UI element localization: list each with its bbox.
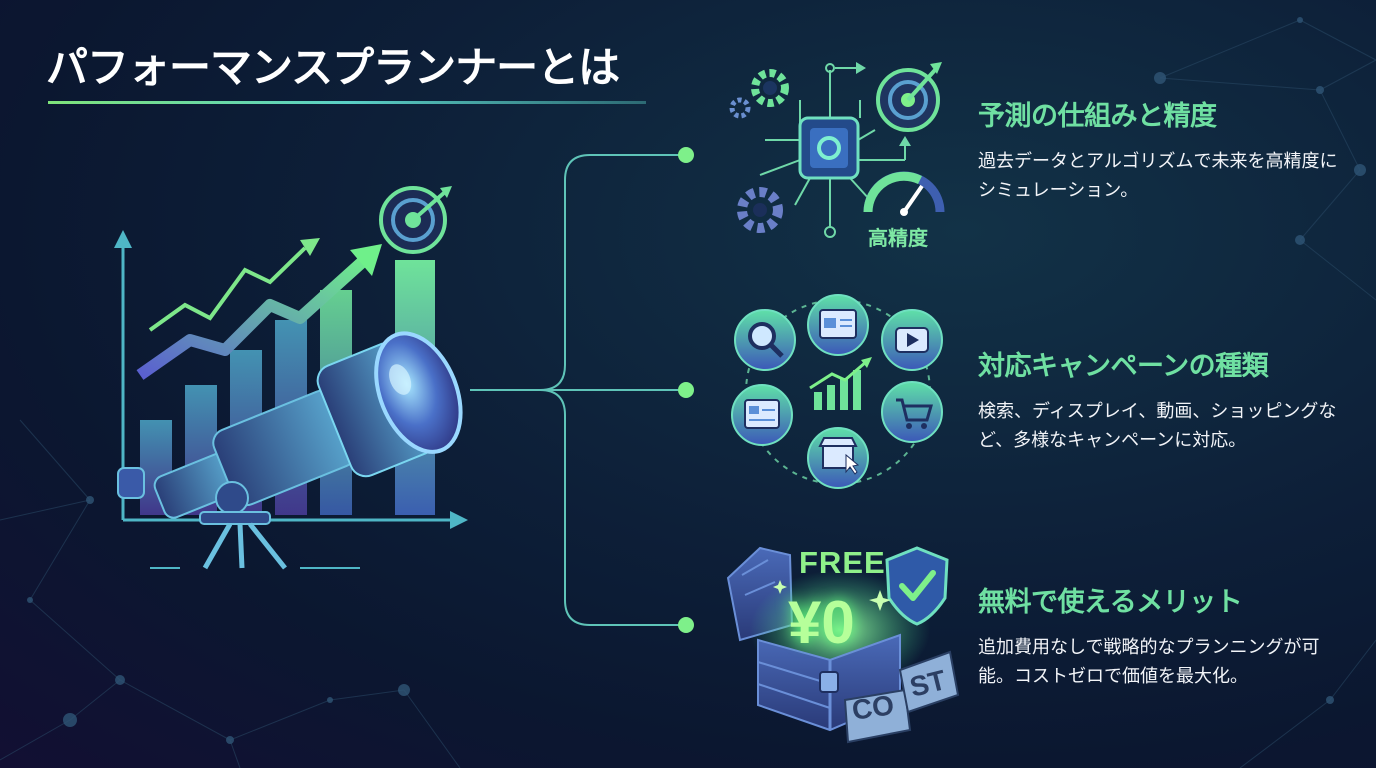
- connector-node-3: [678, 617, 694, 633]
- feature-campaign-types: 対応キャンペーンの種類 検索、ディスプレイ、動画、ショッピングなど、多様なキャン…: [978, 344, 1358, 455]
- title-underline: [48, 101, 646, 104]
- page-title: パフォーマンスプランナーとは: [46, 43, 620, 92]
- feature-heading: 無料で使えるメリット: [978, 587, 1243, 618]
- free-badge: FREE: [799, 545, 886, 580]
- feature-body: 追加費用なしで戦略的なプランニングが可能。コストゼロで価値を最大化。: [978, 637, 1320, 687]
- feature-prediction: 予測の仕組みと精度 過去データとアルゴリズムで未来を高精度にシミュレーション。: [978, 94, 1358, 205]
- connector-node-1: [678, 147, 694, 163]
- feature-body: 検索、ディスプレイ、動画、ショッピングなど、多様なキャンペーンに対応。: [978, 401, 1337, 451]
- feature-free-benefit: 無料で使えるメリット 追加費用なしで戦略的なプランニングが可能。コストゼロで価値…: [978, 580, 1358, 691]
- feature-heading: 対応キャンペーンの種類: [978, 351, 1269, 382]
- feature-heading: 予測の仕組みと精度: [978, 101, 1217, 132]
- high-precision-label: 高精度: [868, 226, 928, 250]
- connector-node-2: [678, 382, 694, 398]
- feature-body: 過去データとアルゴリズムで未来を高精度にシミュレーション。: [978, 151, 1338, 201]
- cost-block-left: CO: [849, 689, 896, 726]
- zero-yen-badge: ¥0: [788, 589, 855, 656]
